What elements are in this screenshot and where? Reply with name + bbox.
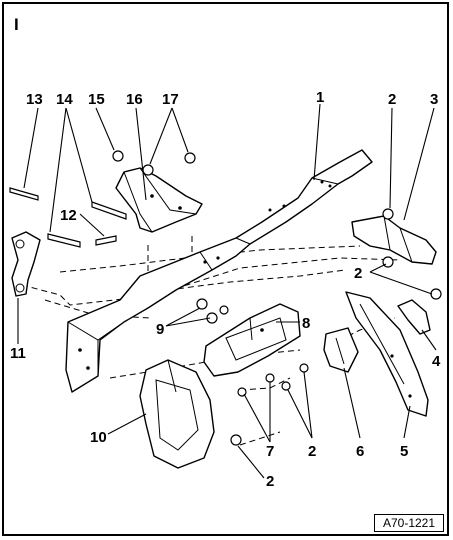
callout-8: 8 (302, 315, 310, 332)
callout-7: 7 (266, 443, 274, 460)
callout-15: 15 (88, 91, 105, 108)
small-bracket (323, 327, 359, 373)
reference-code: A70-1221 (374, 514, 444, 532)
upper-bracket (115, 167, 203, 233)
callout-11: 11 (10, 345, 26, 362)
callout-2-center: 2 (308, 443, 316, 460)
bolts (9, 150, 442, 446)
callout-9: 9 (156, 321, 164, 338)
lower-shield (139, 359, 215, 469)
callout-14: 14 (56, 91, 73, 108)
callout-5: 5 (400, 443, 408, 460)
cover-plate (203, 303, 301, 377)
section-label: I (14, 15, 19, 34)
callout-12: 12 (60, 207, 77, 224)
callout-17: 17 (162, 91, 179, 108)
diagram-frame (2, 2, 449, 536)
long-plate (345, 291, 429, 417)
callout-13: 13 (26, 91, 43, 108)
callout-6: 6 (356, 443, 364, 460)
right-bracket (351, 215, 437, 265)
clip (397, 299, 431, 335)
callout-2-right: 2 (354, 265, 362, 282)
callout-4: 4 (432, 353, 441, 370)
callout-10: 10 (90, 429, 107, 446)
leader-lines (17, 103, 437, 479)
frame-member (65, 149, 373, 393)
callout-2-top: 2 (388, 91, 396, 108)
callout-1: 1 (316, 89, 324, 106)
strap (11, 231, 41, 297)
callout-labels: 13 14 15 16 17 1 2 3 12 2 11 9 8 4 10 7 … (10, 89, 441, 490)
callout-2-bottom: 2 (266, 473, 274, 490)
callout-16: 16 (126, 91, 143, 108)
callout-3: 3 (430, 91, 438, 108)
